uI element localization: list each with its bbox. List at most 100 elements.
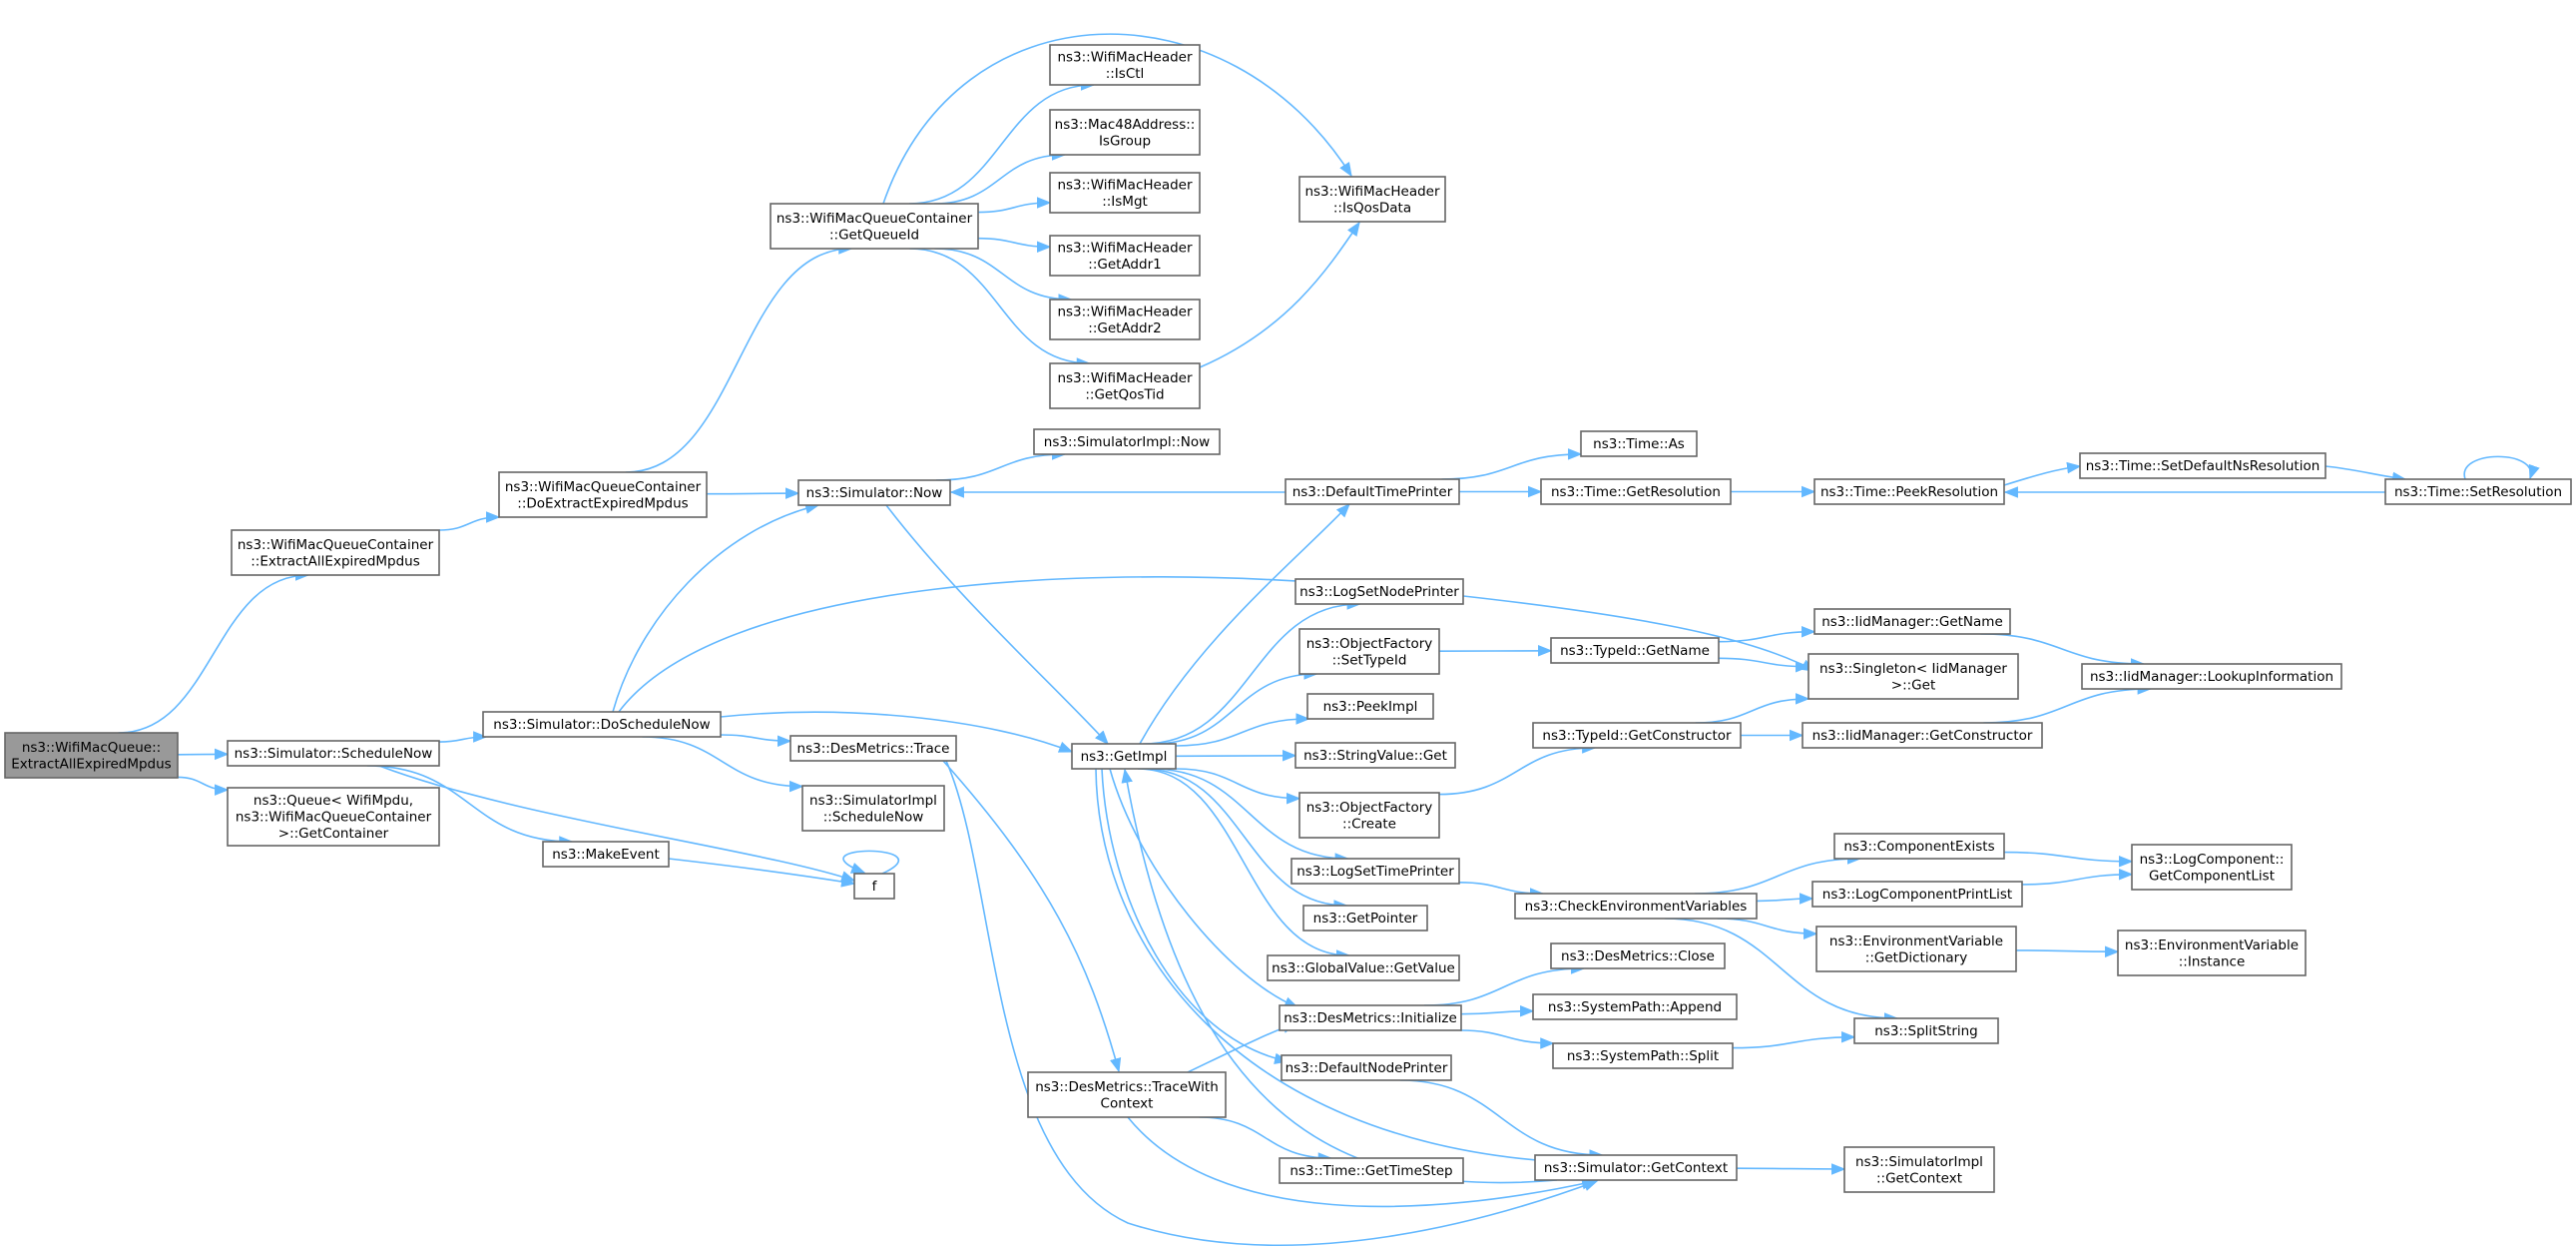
node-box <box>1550 942 1726 969</box>
node-peekImpl[interactable]: ns3::PeekImpl <box>1306 693 1434 720</box>
node-root[interactable]: ns3::WifiMacQueue::ExtractAllExpiredMpdu… <box>4 732 179 779</box>
edge-line <box>720 711 1074 753</box>
node-label: ::GetContext <box>1876 1170 1962 1186</box>
node-label: ns3::WifiMacHeader <box>1057 49 1193 65</box>
node-timeSetRes[interactable]: ns3::Time::SetResolution <box>2384 478 2572 505</box>
node-logCompGetList[interactable]: ns3::LogComponent::GetComponentList <box>2131 844 2293 891</box>
edge-scheduleNow-to-f <box>378 765 856 883</box>
node-desInit[interactable]: ns3::DesMetrics::Initialize <box>1279 1004 1462 1031</box>
node-timeGetTimeStep[interactable]: ns3::Time::GetTimeStep <box>1279 1157 1464 1184</box>
node-defTimePrinter[interactable]: ns3::DefaultTimePrinter <box>1285 478 1460 505</box>
node-envVarInstance[interactable]: ns3::EnvironmentVariable::Instance <box>2117 930 2307 976</box>
node-makeEvent[interactable]: ns3::MakeEvent <box>542 841 670 868</box>
node-box <box>1049 44 1201 86</box>
node-getAddr1[interactable]: ns3::WifiMacHeader::GetAddr1 <box>1049 235 1201 277</box>
node-simImplNow[interactable]: ns3::SimulatorImpl::Now <box>1033 428 1221 455</box>
node-getContainer[interactable]: ns3::Queue< WifiMpdu,ns3::WifiMacQueueCo… <box>227 787 440 847</box>
node-label: ns3::EnvironmentVariable <box>2125 937 2299 953</box>
node-getImpl[interactable]: ns3::GetImpl <box>1071 743 1177 770</box>
node-timePeekRes[interactable]: ns3::Time::PeekResolution <box>1813 478 2005 505</box>
edge-line <box>1199 1116 1333 1164</box>
edge-root-to-extractAll <box>118 569 310 734</box>
node-checkEnv[interactable]: ns3::CheckEnvironmentVariables <box>1514 893 1758 920</box>
node-isMgt[interactable]: ns3::WifiMacHeader::IsMgt <box>1049 172 1201 214</box>
node-label: ns3::SimulatorImpl::Now <box>1044 434 1210 450</box>
node-setDefaultNsRes[interactable]: ns3::Time::SetDefaultNsResolution <box>2079 452 2326 479</box>
node-iidGetName[interactable]: ns3::IidManager::GetName <box>1813 608 2011 635</box>
edge-line <box>2463 455 2540 480</box>
edge-line <box>668 858 856 888</box>
node-getQosTid[interactable]: ns3::WifiMacHeader::GetQosTid <box>1049 362 1201 409</box>
edge-desTraceCtx-to-simGetCtx <box>1127 1116 1597 1208</box>
node-label: ns3::Time::GetResolution <box>1551 484 1721 500</box>
node-defNodePrinter[interactable]: ns3::DefaultNodePrinter <box>1281 1054 1452 1081</box>
node-box <box>1285 478 1460 505</box>
node-envVarGetDict[interactable]: ns3::EnvironmentVariable::GetDictionary <box>1815 926 2017 972</box>
node-stringValueGet[interactable]: ns3::StringValue::Get <box>1294 742 1456 769</box>
edge-getQueueId-to-isQosData <box>882 33 1352 205</box>
node-globalValueGet[interactable]: ns3::GlobalValue::GetValue <box>1267 954 1460 981</box>
node-splitString[interactable]: ns3::SplitString <box>1853 1017 1999 1044</box>
node-isQosData[interactable]: ns3::WifiMacHeader::IsQosData <box>1298 176 1446 223</box>
node-scheduleNow[interactable]: ns3::Simulator::ScheduleNow <box>227 740 440 767</box>
node-label: ::Create <box>1342 816 1396 832</box>
edge-getQueueId-to-isCtl <box>908 79 1096 205</box>
node-getQueueId[interactable]: ns3::WifiMacQueueContainer::GetQueueId <box>770 203 979 250</box>
node-extractAll[interactable]: ns3::WifiMacQueueContainer::ExtractAllEx… <box>231 529 440 576</box>
node-logSetNodePrinter[interactable]: ns3::LogSetNodePrinter <box>1294 578 1464 605</box>
edge-simGetCtx-to-simImplGetCtx <box>1736 1163 1846 1175</box>
node-simGetCtx[interactable]: ns3::Simulator::GetContext <box>1534 1154 1738 1181</box>
node-desClose[interactable]: ns3::DesMetrics::Close <box>1550 942 1726 969</box>
edge-getImpl-to-getPointer <box>1142 768 1348 912</box>
edge-scheduleNow-to-makeEvent <box>366 765 574 848</box>
node-label: ns3::CheckEnvironmentVariables <box>1525 899 1748 915</box>
node-simImplSchedNow[interactable]: ns3::SimulatorImpl::ScheduleNow <box>801 785 945 832</box>
node-f[interactable]: f <box>853 873 895 900</box>
edge-line <box>366 765 574 848</box>
node-label: ns3::LogComponent:: <box>2140 852 2285 868</box>
node-box <box>1298 628 1440 675</box>
node-label: ns3::DesMetrics::Close <box>1561 948 1715 964</box>
node-logSetTimePrinter[interactable]: ns3::LogSetTimePrinter <box>1290 858 1460 885</box>
node-box <box>770 203 979 250</box>
node-logCompPrintList[interactable]: ns3::LogComponentPrintList <box>1811 881 2023 908</box>
node-timeGetRes[interactable]: ns3::Time::GetResolution <box>1540 478 1732 505</box>
node-sysPathSplit[interactable]: ns3::SystemPath::Split <box>1552 1042 1734 1069</box>
node-isGroup[interactable]: ns3::Mac48Address::IsGroup <box>1049 109 1201 156</box>
node-box <box>1843 1146 1995 1193</box>
node-timeAs[interactable]: ns3::Time::As <box>1580 430 1698 457</box>
edge-getImpl-to-stringValueGet <box>1175 750 1297 762</box>
node-objFactSetTypeId[interactable]: ns3::ObjectFactory::SetTypeId <box>1298 628 1440 675</box>
node-isCtl[interactable]: ns3::WifiMacHeader::IsCtl <box>1049 44 1201 86</box>
node-simNow[interactable]: ns3::Simulator::Now <box>797 479 951 506</box>
node-doExtract[interactable]: ns3::WifiMacQueueContainer::DoExtractExp… <box>498 471 708 518</box>
node-singletonGet[interactable]: ns3::Singleton< IidManager>::Get <box>1807 653 2019 700</box>
node-label: ns3::WifiMacHeader <box>1057 304 1193 319</box>
edge-objFactCreate-to-typeIdGetCtor <box>1438 742 1597 796</box>
node-box <box>1532 722 1742 749</box>
node-label: ::GetDictionary <box>1865 949 1967 965</box>
edge-line <box>934 248 1073 306</box>
node-box <box>1532 993 1738 1020</box>
node-box <box>1294 742 1456 769</box>
node-typeIdGetName[interactable]: ns3::TypeId::GetName <box>1550 637 1720 664</box>
edge-desTrace-to-simGetCtx <box>945 760 1599 1246</box>
node-compExists[interactable]: ns3::ComponentExists <box>1833 833 2005 860</box>
node-iidGetCtor[interactable]: ns3::IidManager::GetConstructor <box>1802 722 2043 749</box>
node-iidLookup[interactable]: ns3::IidManager::LookupInformation <box>2081 663 2342 690</box>
edge-line <box>1717 918 1818 939</box>
node-getAddr2[interactable]: ns3::WifiMacHeader::GetAddr2 <box>1049 299 1201 340</box>
node-label: ns3::ComponentExists <box>1843 839 1994 855</box>
node-box <box>797 479 951 506</box>
node-simImplGetCtx[interactable]: ns3::SimulatorImpl::GetContext <box>1843 1146 1995 1193</box>
node-label: ::IsQosData <box>1333 200 1411 216</box>
node-typeIdGetCtor[interactable]: ns3::TypeId::GetConstructor <box>1532 722 1742 749</box>
node-getPointer[interactable]: ns3::GetPointer <box>1302 905 1428 932</box>
node-label: ::SetTypeId <box>1332 652 1407 668</box>
node-desTrace[interactable]: ns3::DesMetrics::Trace <box>789 735 957 762</box>
node-doScheduleNow[interactable]: ns3::Simulator::DoScheduleNow <box>482 711 722 738</box>
node-sysPathAppend[interactable]: ns3::SystemPath::Append <box>1532 993 1738 1020</box>
node-objFactCreate[interactable]: ns3::ObjectFactory::Create <box>1298 792 1440 839</box>
edge-getQueueId-to-isMgt <box>977 197 1052 214</box>
